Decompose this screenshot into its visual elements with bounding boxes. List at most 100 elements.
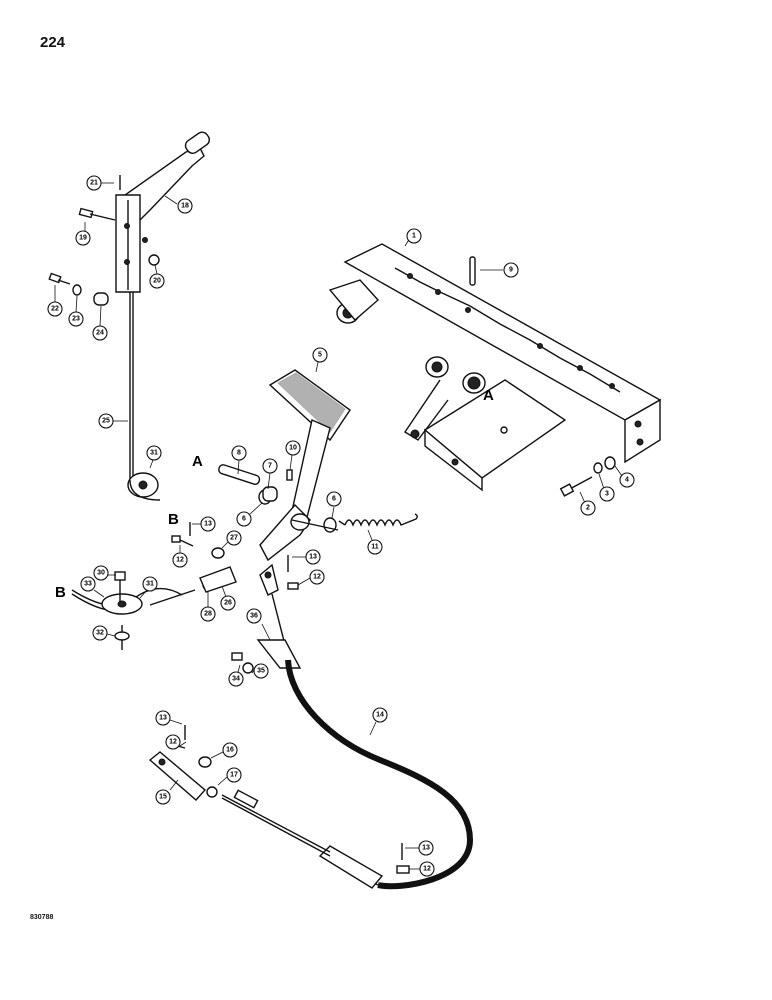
callout-31-upper: 31 bbox=[146, 445, 162, 469]
callout-19: 19 bbox=[75, 222, 91, 246]
svg-text:15: 15 bbox=[159, 794, 167, 801]
callout-22: 22 bbox=[47, 285, 63, 317]
svg-text:2: 2 bbox=[586, 505, 590, 512]
svg-text:31: 31 bbox=[146, 581, 154, 588]
svg-text:26: 26 bbox=[224, 600, 232, 607]
pivot-pin-assembly bbox=[218, 464, 293, 505]
svg-text:17: 17 bbox=[230, 772, 238, 779]
callout-6-right: 6 bbox=[326, 491, 342, 519]
callout-15: 15 bbox=[155, 779, 179, 805]
callout-9: 9 bbox=[480, 262, 519, 278]
callout-17: 17 bbox=[217, 767, 242, 786]
svg-text:1: 1 bbox=[412, 233, 416, 240]
callout-33: 33 bbox=[80, 576, 105, 598]
svg-text:19: 19 bbox=[79, 235, 87, 242]
mounting-bracket bbox=[328, 243, 662, 492]
callout-12-upper: 12 bbox=[172, 545, 188, 568]
callout-1: 1 bbox=[404, 228, 422, 247]
callout-8: 8 bbox=[231, 445, 247, 475]
callout-2: 2 bbox=[579, 491, 596, 516]
callout-16: 16 bbox=[210, 742, 238, 759]
lever-hardware bbox=[48, 175, 121, 306]
svg-text:7: 7 bbox=[268, 463, 272, 470]
callout-21: 21 bbox=[86, 175, 114, 191]
callout-23: 23 bbox=[68, 295, 84, 327]
svg-text:12: 12 bbox=[423, 866, 431, 873]
svg-text:35: 35 bbox=[257, 668, 265, 675]
svg-text:27: 27 bbox=[230, 535, 238, 542]
brake-pedal bbox=[259, 369, 351, 562]
svg-text:6: 6 bbox=[332, 496, 336, 503]
svg-text:28: 28 bbox=[204, 611, 212, 618]
callout-34: 34 bbox=[228, 664, 244, 687]
svg-text:20: 20 bbox=[153, 278, 161, 285]
svg-text:13: 13 bbox=[309, 554, 317, 561]
callout-31-lower: 31 bbox=[139, 576, 158, 599]
pedal-clevis bbox=[259, 555, 299, 596]
page-number: 224 bbox=[40, 34, 66, 51]
svg-text:12: 12 bbox=[176, 557, 184, 564]
cap-screw-and-washers bbox=[559, 456, 616, 497]
callout-14: 14 bbox=[369, 707, 388, 736]
clevis-pin-upper bbox=[171, 522, 194, 547]
svg-text:4: 4 bbox=[625, 477, 629, 484]
callout-6-left: 6 bbox=[236, 502, 263, 527]
callout-35: 35 bbox=[251, 663, 269, 679]
callout-25: 25 bbox=[98, 413, 128, 429]
svg-text:11: 11 bbox=[371, 544, 379, 551]
callout-3: 3 bbox=[598, 473, 615, 502]
svg-text:13: 13 bbox=[204, 521, 212, 528]
lever-cable bbox=[127, 292, 161, 501]
callout-7: 7 bbox=[262, 458, 278, 490]
svg-text:23: 23 bbox=[72, 316, 80, 323]
callout-10: 10 bbox=[285, 440, 301, 471]
svg-text:5: 5 bbox=[318, 352, 322, 359]
lower-pulley-assembly bbox=[71, 547, 237, 650]
svg-text:16: 16 bbox=[226, 747, 234, 754]
control-cable bbox=[148, 593, 474, 890]
reference-letter-b: B bbox=[168, 511, 179, 528]
svg-text:13: 13 bbox=[422, 845, 430, 852]
svg-text:25: 25 bbox=[102, 418, 110, 425]
callout-13-cable-end: 13 bbox=[405, 840, 434, 856]
svg-text:9: 9 bbox=[509, 267, 513, 274]
svg-text:14: 14 bbox=[376, 712, 384, 719]
callout-28: 28 bbox=[200, 592, 216, 622]
callout-30: 30 bbox=[93, 565, 116, 581]
callout-13-pedal: 13 bbox=[292, 549, 321, 565]
svg-text:36: 36 bbox=[250, 613, 258, 620]
figure-code: 830788 bbox=[30, 914, 54, 921]
callout-13-upper: 13 bbox=[192, 516, 216, 532]
svg-text:34: 34 bbox=[232, 676, 240, 683]
svg-text:22: 22 bbox=[51, 306, 59, 313]
svg-text:21: 21 bbox=[90, 180, 98, 187]
svg-text:24: 24 bbox=[96, 330, 104, 337]
svg-text:10: 10 bbox=[289, 445, 297, 452]
svg-text:12: 12 bbox=[313, 574, 321, 581]
svg-text:8: 8 bbox=[237, 450, 241, 457]
svg-text:6: 6 bbox=[242, 516, 246, 523]
callout-4: 4 bbox=[614, 465, 635, 488]
svg-text:33: 33 bbox=[84, 581, 92, 588]
spring-pin bbox=[469, 256, 476, 286]
svg-text:18: 18 bbox=[181, 203, 189, 210]
callout-32: 32 bbox=[92, 625, 116, 641]
callout-24: 24 bbox=[92, 305, 108, 341]
svg-text:13: 13 bbox=[159, 715, 167, 722]
callout-11: 11 bbox=[367, 529, 383, 555]
callout-5: 5 bbox=[312, 347, 328, 373]
svg-text:32: 32 bbox=[96, 630, 104, 637]
callout-12-pedal: 12 bbox=[297, 569, 325, 586]
hand-lever bbox=[115, 131, 211, 293]
callout-27: 27 bbox=[221, 530, 242, 549]
reference-letter-a: A bbox=[192, 453, 203, 470]
svg-text:3: 3 bbox=[605, 491, 609, 498]
svg-text:31: 31 bbox=[150, 450, 158, 457]
reference-letter-a-bracket: A bbox=[483, 387, 494, 404]
svg-text:12: 12 bbox=[169, 739, 177, 746]
callout-20: 20 bbox=[149, 264, 165, 289]
callout-12-cable-end: 12 bbox=[409, 861, 435, 877]
callout-12-clevis: 12 bbox=[165, 734, 187, 750]
svg-text:30: 30 bbox=[97, 570, 105, 577]
